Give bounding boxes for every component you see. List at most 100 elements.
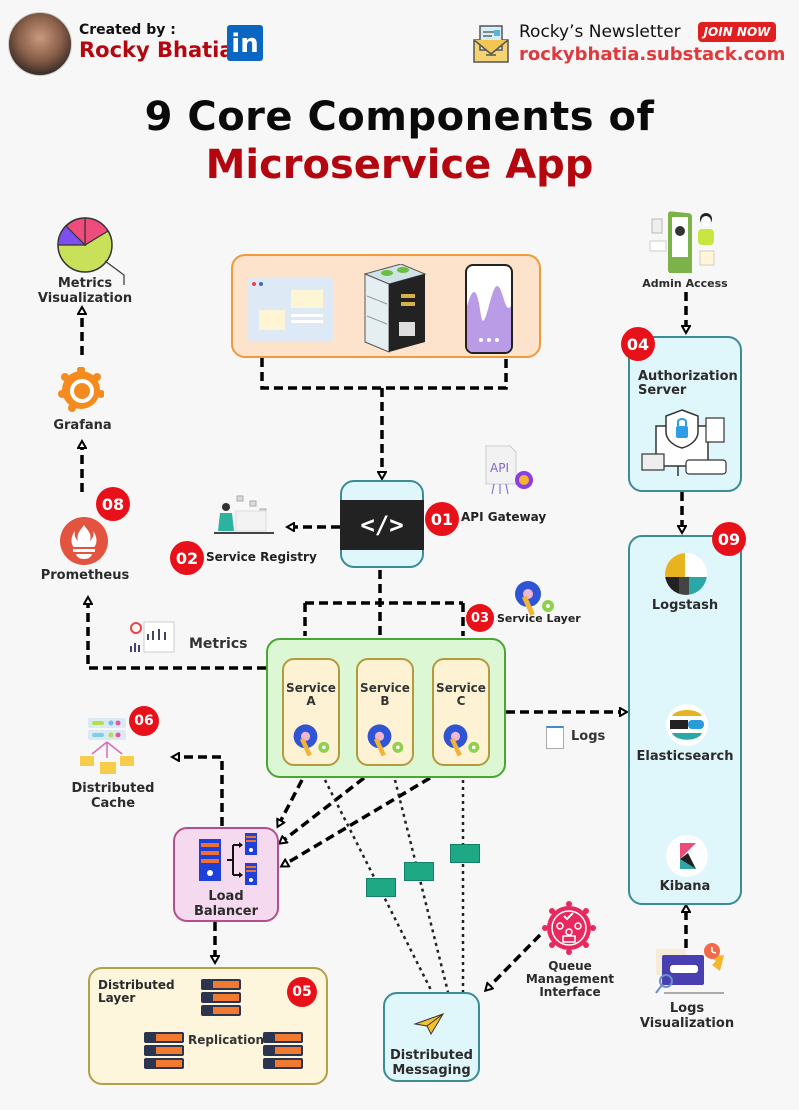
edge-service-c-to-lb — [282, 776, 431, 866]
edge-metrics-to-prometheus — [88, 598, 266, 670]
message-envelope-icon — [366, 878, 396, 897]
code-glyph: </> — [360, 511, 404, 539]
code-icon: </> — [340, 500, 424, 550]
newsletter-envelope-icon — [470, 22, 512, 64]
distributed-cache-label: Distributed Cache — [58, 781, 168, 811]
edge-service-b-to-lb — [280, 776, 366, 843]
auth-line1: Authorization — [638, 369, 738, 384]
elasticsearch-label: Elasticsearch — [636, 749, 734, 764]
linkedin-icon[interactable]: in — [227, 25, 263, 61]
elasticsearch-icon — [666, 704, 708, 746]
message-envelope-icon — [404, 862, 434, 881]
cache-line2: Cache — [90, 796, 136, 811]
dlayer-line1: Distributed — [98, 978, 175, 992]
pie-chart-icon — [55, 215, 135, 285]
service-gear-icon — [293, 724, 330, 757]
api-gateway-box[interactable]: </> — [340, 480, 424, 568]
badge-03: 03 — [466, 604, 494, 632]
paper-plane-icon — [413, 1012, 445, 1036]
badge-04: 04 — [621, 327, 655, 361]
authorization-server-title: Authorization Server — [638, 370, 738, 398]
clients-box — [231, 254, 541, 358]
logs-clipboard-icon — [546, 726, 564, 749]
join-now-button[interactable]: JOIN NOW — [698, 22, 776, 42]
admin-access-icon — [648, 207, 724, 276]
edge-lb-to-cache — [173, 757, 224, 826]
svg-text:API: API — [490, 461, 509, 475]
authorization-server-box[interactable]: Authorization Server — [628, 336, 742, 492]
logs-visualization-icon — [654, 943, 730, 999]
distributed-messaging-box[interactable]: Distributed Messaging — [383, 992, 480, 1082]
queue-line2: Management — [525, 972, 615, 986]
badge-08: 08 — [96, 487, 130, 521]
service-c-line1: Service — [436, 681, 486, 695]
server-stack-icon-left — [144, 1032, 184, 1070]
edge-queue-to-messaging — [486, 933, 542, 990]
service-layer-gear-icon — [510, 578, 558, 618]
admin-access-label: Admin Access — [642, 277, 728, 290]
page-title-line1: 9 Core Components of — [144, 94, 655, 140]
server-tower-icon — [361, 263, 429, 354]
prometheus-icon — [60, 517, 108, 565]
api-document-icon: API — [484, 444, 540, 496]
newsletter-url[interactable]: rockybhatia.substack.com — [519, 44, 786, 65]
service-gear-icon — [367, 724, 404, 757]
queue-management-label: Queue Management Interface — [510, 960, 630, 999]
logs-viz-line1: Logs — [669, 1001, 705, 1016]
dlayer-line2: Layer — [98, 991, 136, 1005]
load-balancer-icon — [197, 833, 259, 885]
edge-msg-line-b — [393, 779, 450, 993]
service-a-line2: A — [306, 694, 316, 708]
replication-label: Replication — [188, 1033, 265, 1047]
load-balancer-box[interactable]: Load Balancer — [173, 827, 279, 922]
web-browser-icon — [247, 278, 333, 342]
join-now-label: JOIN NOW — [703, 25, 771, 39]
kibana-label: Kibana — [659, 879, 711, 894]
service-registry-label: Service Registry — [206, 550, 317, 564]
metrics-viz-line2: Visualization — [37, 291, 133, 306]
lb-line1: Load — [208, 889, 244, 904]
message-envelope-icon — [450, 844, 480, 863]
queue-line3: Interface — [539, 985, 601, 999]
author-name[interactable]: Rocky Bhatia — [79, 38, 234, 62]
badge-01: 01 — [425, 502, 459, 536]
cache-line1: Distributed — [71, 781, 155, 796]
edge-clients-gateway-left — [260, 358, 508, 390]
service-b-line2: B — [380, 694, 390, 708]
metrics-edge-label: Metrics — [189, 636, 248, 652]
load-balancer-label: Load Balancer — [175, 889, 277, 919]
mobile-phone-icon — [465, 264, 513, 354]
newsletter-label: Rocky’s Newsletter — [519, 22, 681, 42]
badge-06: 06 — [129, 706, 159, 736]
queue-line1: Queue — [548, 959, 592, 973]
created-by-label: Created by : — [79, 22, 176, 38]
service-b-card[interactable]: Service B — [356, 658, 414, 766]
logs-visualization-label: Logs Visualization — [632, 1001, 742, 1031]
service-b-line1: Service — [360, 681, 410, 695]
lb-line2: Balancer — [193, 904, 259, 919]
messaging-line2: Messaging — [392, 1063, 471, 1078]
metrics-visualization-label: Metrics Visualization — [30, 276, 140, 306]
grafana-icon — [58, 366, 105, 413]
service-gear-icon — [443, 724, 480, 757]
secure-server-icon — [640, 406, 732, 480]
kibana-icon — [666, 835, 708, 877]
queue-management-icon — [541, 900, 597, 956]
service-c-card[interactable]: Service C — [432, 658, 490, 766]
logs-edge-label: Logs — [571, 729, 606, 744]
logstash-icon — [665, 553, 707, 595]
service-layer-label: Service Layer — [497, 612, 581, 625]
prometheus-label: Prometheus — [40, 568, 130, 583]
logs-viz-line2: Visualization — [639, 1016, 735, 1031]
server-stack-icon-right — [263, 1032, 303, 1070]
metrics-dashboard-icon — [124, 620, 176, 658]
service-a-line1: Service — [286, 681, 336, 695]
messaging-line1: Distributed — [390, 1048, 473, 1063]
server-stack-icon-top — [201, 979, 241, 1017]
linkedin-glyph: in — [231, 29, 259, 59]
distributed-cache-icon — [78, 716, 136, 776]
service-a-card[interactable]: Service A — [282, 658, 340, 766]
distributed-layer-title: Distributed Layer — [98, 979, 175, 1005]
logstash-label: Logstash — [651, 598, 719, 613]
